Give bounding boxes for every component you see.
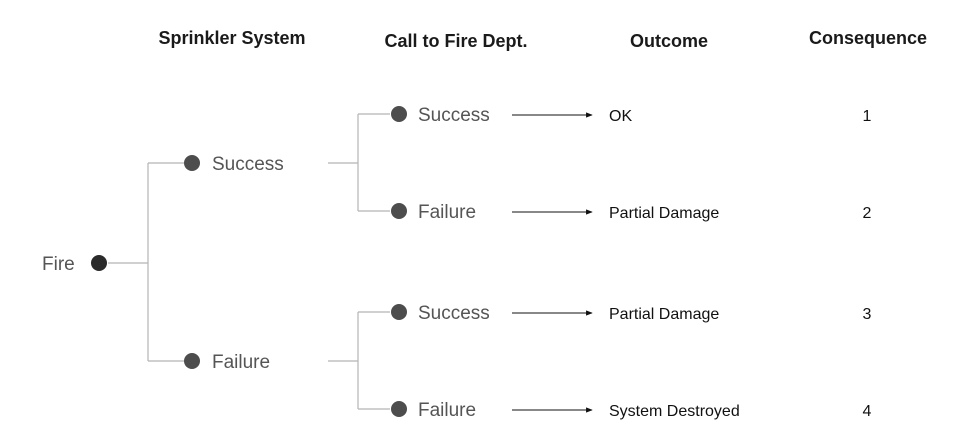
consequence-2: 2	[863, 205, 872, 222]
call-failure-label-2: Failure	[418, 400, 476, 421]
sprinkler-failure-label: Failure	[212, 352, 270, 373]
outcome-4: System Destroyed	[609, 403, 740, 420]
header-sprinkler-system: Sprinkler System	[158, 28, 305, 48]
consequence-1: 1	[863, 108, 872, 125]
consequence-3: 3	[863, 306, 872, 323]
outcome-2: Partial Damage	[609, 205, 719, 222]
call-failure-node-1	[391, 203, 407, 219]
call-success-node-2	[391, 304, 407, 320]
outcome-1: OK	[609, 108, 632, 125]
sprinkler-success-node	[184, 155, 200, 171]
call-success-label-2: Success	[418, 303, 490, 324]
sprinkler-failure-node	[184, 353, 200, 369]
consequence-4: 4	[863, 403, 872, 420]
connector-sprinkler-failure	[328, 311, 390, 410]
root-node	[91, 255, 107, 271]
call-failure-label-1: Failure	[418, 202, 476, 223]
outcome-3: Partial Damage	[609, 306, 719, 323]
call-success-label-1: Success	[418, 105, 490, 126]
header-outcome: Outcome	[630, 31, 708, 51]
header-consequence: Consequence	[809, 28, 927, 48]
sprinkler-success-label: Success	[212, 154, 284, 175]
root-label: Fire	[42, 254, 75, 275]
header-call-to-fire-dept: Call to Fire Dept.	[384, 31, 527, 51]
call-success-node-1	[391, 106, 407, 122]
connector-root	[108, 162, 184, 362]
call-failure-node-2	[391, 401, 407, 417]
connector-sprinkler-success	[328, 113, 390, 212]
